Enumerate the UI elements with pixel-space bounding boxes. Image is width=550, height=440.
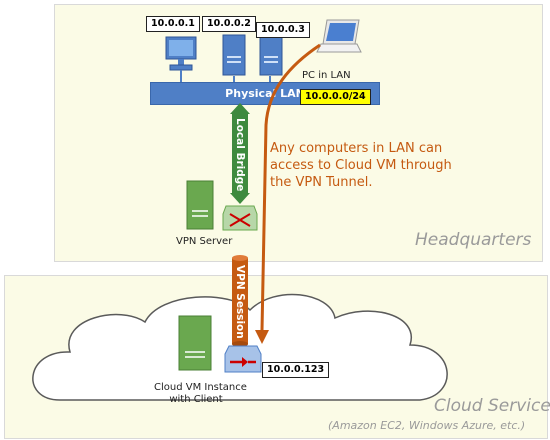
headquarters-zone [54,4,543,262]
vpn-router-icon [224,345,262,373]
headquarters-label: Headquarters [415,230,532,250]
desktop-pc-icon [165,36,197,71]
server-icon [186,180,214,230]
ip-label-server3: 10.0.0.3 [256,22,310,38]
ip-label-server2: 10.0.0.2 [202,16,256,32]
laptop-caption: PC in LAN [302,70,351,81]
cloud-vm-caption-line2: with Client [169,394,223,405]
ip-label-cloud-vm: 10.0.0.123 [262,362,330,378]
access-note: Any computers in LAN can access to Cloud… [270,141,452,190]
vpn-router-icon [222,205,258,231]
ip-label-pc1: 10.0.0.1 [146,16,200,32]
laptop-icon [316,19,362,53]
cloud-vm-caption: Cloud VM Instance with Client [154,382,247,406]
server-icon [222,34,246,76]
server-icon [178,315,212,371]
cloud-providers-label: (Amazon EC2, Windows Azure, etc.) [328,419,526,432]
cloud-vm-caption-line1: Cloud VM Instance [154,382,247,393]
ip-label-subnet: 10.0.0.0/24 [300,89,371,105]
vpn-server-caption: VPN Server [176,236,233,247]
cloud-service-label: Cloud Service [434,396,550,416]
